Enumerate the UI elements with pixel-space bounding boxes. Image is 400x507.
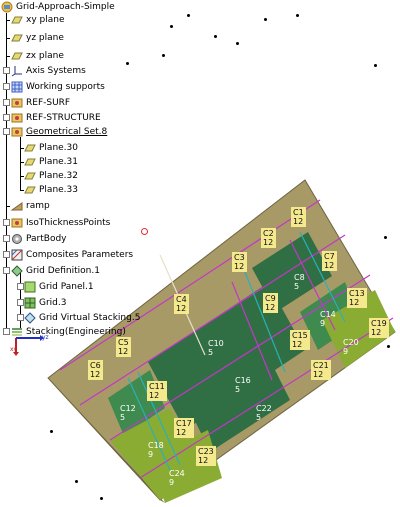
- expand-toggle[interactable]: [3, 219, 10, 226]
- panel-zone-c20[interactable]: [322, 290, 395, 368]
- plane-icon: [11, 34, 23, 42]
- point: [236, 42, 239, 45]
- grid-panel-icon: [24, 281, 36, 293]
- gear-icon: [12, 234, 22, 244]
- expand-toggle[interactable]: [3, 99, 10, 106]
- expand-toggle[interactable]: [3, 328, 10, 335]
- expand-toggle[interactable]: [3, 67, 10, 74]
- stacking-icon: [12, 328, 22, 336]
- geometrical-set-icon: [11, 127, 23, 137]
- geometrical-set-icon: [11, 113, 23, 123]
- compass[interactable]: xy yz: [4, 318, 54, 358]
- expand-toggle[interactable]: [17, 314, 24, 321]
- plane-icon: [11, 16, 23, 24]
- point: [187, 14, 190, 17]
- point: [126, 62, 129, 65]
- composites-parameters-icon: [11, 249, 23, 261]
- grid-icon: [24, 297, 36, 309]
- point: [50, 430, 53, 433]
- axis-system-icon: [11, 66, 22, 77]
- compass-axes-icon: [13, 335, 44, 356]
- ref-surface-shadow: [48, 378, 165, 503]
- grid-definition-icon: [11, 265, 23, 277]
- origin-marker-icon: [141, 228, 148, 235]
- panel-zone-c10[interactable]: [148, 283, 305, 430]
- expand-toggle[interactable]: [3, 235, 10, 242]
- point: [170, 25, 173, 28]
- expand-toggle[interactable]: [3, 83, 10, 90]
- plane-icon: [24, 186, 36, 194]
- panel-zone-c16[interactable]: [185, 350, 290, 452]
- point: [387, 345, 390, 348]
- expand-toggle[interactable]: [3, 114, 10, 121]
- point: [100, 497, 103, 500]
- plane-icon: [11, 52, 23, 60]
- plane-icon: [24, 144, 36, 152]
- compass-x-label: xy: [10, 346, 18, 353]
- point: [214, 35, 217, 38]
- point: [162, 54, 165, 57]
- virtual-stacking-icon: [24, 312, 36, 324]
- point: [75, 480, 78, 483]
- ramp-icon: [11, 202, 23, 211]
- grid-lines: [59, 199, 394, 479]
- point: [374, 64, 377, 67]
- collapse-toggle[interactable]: [3, 267, 10, 274]
- part-document-icon: [1, 1, 13, 13]
- expand-toggle[interactable]: [17, 299, 24, 306]
- expand-toggle[interactable]: [17, 283, 24, 290]
- panel-zone-c8[interactable]: [252, 232, 332, 312]
- expand-toggle[interactable]: [3, 251, 10, 258]
- point: [384, 236, 387, 239]
- plane-icon: [24, 172, 36, 180]
- points-icon: [11, 218, 23, 228]
- compass-y-label: yz: [42, 334, 49, 341]
- plane-icon: [24, 158, 36, 166]
- geometrical-set-icon: [11, 98, 23, 108]
- collapse-toggle[interactable]: [3, 128, 10, 135]
- point: [296, 14, 299, 17]
- grid-support-icon: [11, 81, 23, 93]
- point: [264, 18, 267, 21]
